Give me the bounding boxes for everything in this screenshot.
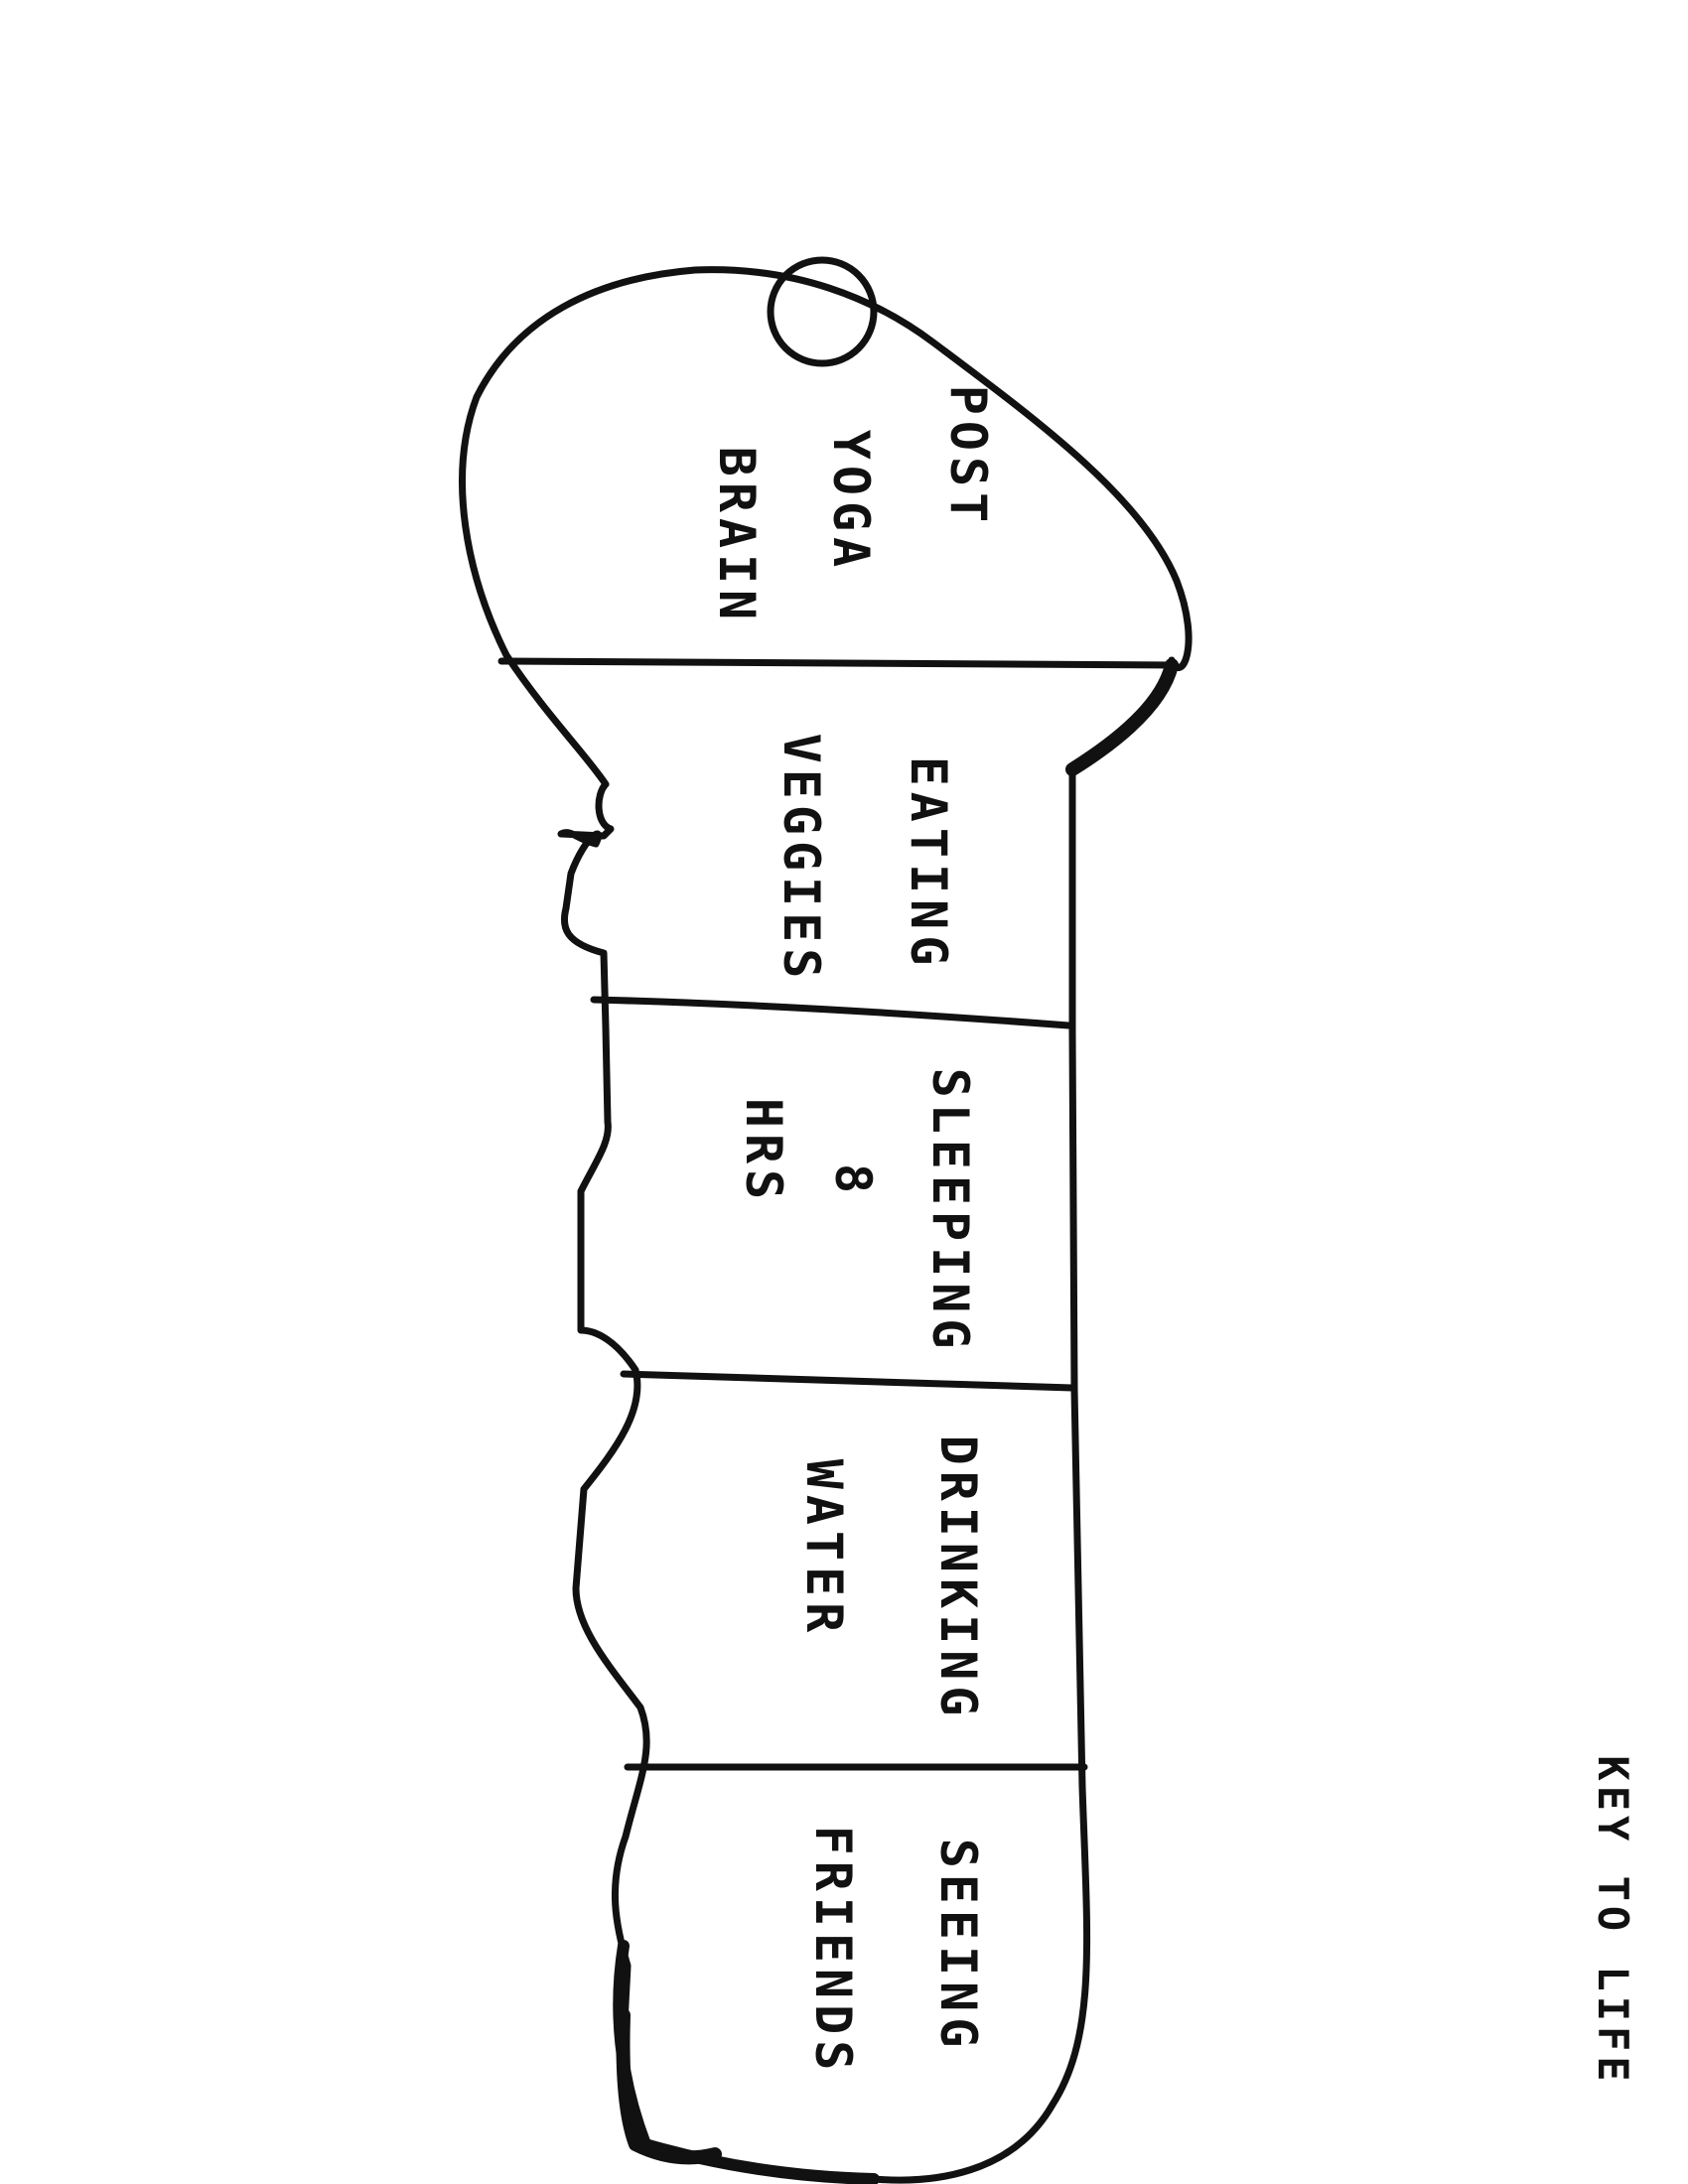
key-outline: [459, 266, 1193, 2184]
section-sleeping-hrs: SLEEPING 8 HRS: [735, 1068, 979, 1355]
section-2-line-3: HRS: [735, 1098, 792, 1205]
section-4-line-1: SEEING: [929, 1839, 987, 2054]
section-2-line-2: 8: [824, 1163, 882, 1199]
divider-1: [590, 996, 1072, 1029]
divider-2: [620, 1370, 1076, 1392]
section-1-line-1: EATING: [900, 756, 957, 972]
key-head-text: POST YOGA BRAIN: [708, 385, 997, 625]
key-hole: [767, 256, 878, 367]
caption: KEY TO LIFE: [1589, 1755, 1637, 2086]
section-dividers: [497, 657, 1180, 1771]
section-3-line-2: WATER: [795, 1459, 853, 1639]
section-drinking-water: DRINKING WATER: [795, 1435, 987, 1722]
section-4-line-2: FRIENDS: [804, 1826, 862, 2077]
divider-head: [497, 657, 1180, 669]
head-line-2: YOGA: [822, 430, 880, 573]
section-eating-veggies: EATING VEGGIES: [773, 734, 957, 985]
section-1-line-2: VEGGIES: [773, 734, 830, 985]
section-2-line-1: SLEEPING: [921, 1068, 979, 1355]
head-line-1: POST: [939, 385, 997, 528]
divider-3: [624, 1763, 1088, 1771]
section-seeing-friends: SEEING FRIENDS: [804, 1826, 987, 2077]
section-3-line-1: DRINKING: [929, 1435, 987, 1722]
head-line-3: BRAIN: [708, 447, 766, 626]
